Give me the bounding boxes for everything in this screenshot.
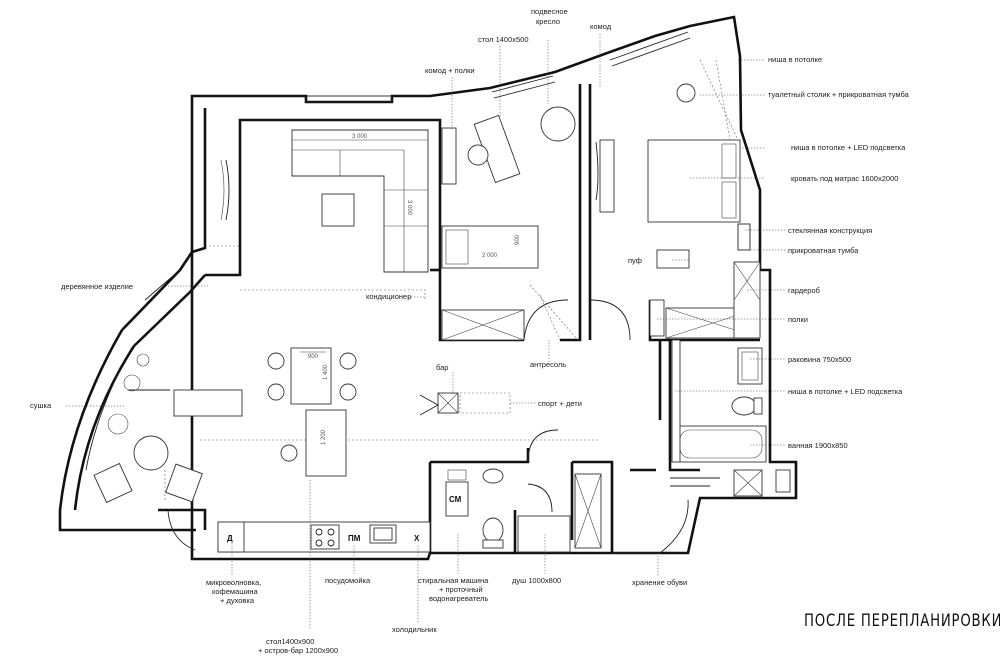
table-width-dim: 900 <box>308 354 319 360</box>
loggia <box>93 353 207 551</box>
island-length-dim: 1 200 <box>321 429 327 445</box>
label-bar: бар <box>436 363 448 372</box>
label-stiralnaya-3: водонагреватель <box>429 594 488 603</box>
island-bar <box>305 409 347 477</box>
label-krovat: кровать под матрас 1600х2000 <box>791 174 898 183</box>
label-polki: полки <box>788 315 808 324</box>
wc-toilet <box>482 517 504 543</box>
label-konditsioner: кондиционер <box>366 292 411 301</box>
label-nisha: ниша в потолке <box>768 55 822 64</box>
label-stol-ostrov-2: + остров-бар 1200х900 <box>258 646 338 655</box>
label-steklyannaya: стеклянная конструкция <box>788 226 872 235</box>
label-dush: душ 1000х800 <box>512 576 561 585</box>
label-komod-polki: комод + полки <box>425 66 475 75</box>
table-length-dim: 1 400 <box>323 364 329 380</box>
bathroom <box>670 339 791 497</box>
label-prikrovatnaya: прикроватная тумба <box>788 246 859 255</box>
washbasin <box>737 347 763 385</box>
bed-single <box>441 225 539 269</box>
label-garderob: гардероб <box>788 286 820 295</box>
living-area: 3 000 3 000 <box>200 129 600 441</box>
bedroom <box>589 59 761 341</box>
label-antresol: антресоль <box>530 360 566 369</box>
label-derevyannoe: деревянное изделие <box>61 282 133 291</box>
label-sport-deti: спорт + дети <box>538 399 582 408</box>
label-podvesnoe-1: подвесное <box>531 7 568 16</box>
appliance-d: Д <box>227 534 233 543</box>
coffee-table <box>321 193 355 227</box>
label-stol: стол 1400х500 <box>478 35 529 44</box>
appliance-pm: ПМ <box>348 534 361 543</box>
dining-area: 900 1 400 1 200 <box>173 347 357 477</box>
study-room: 2 000 900 <box>419 106 579 416</box>
toilet <box>731 396 757 416</box>
sofa-width-dim: 3 000 <box>352 134 368 140</box>
kitchen: Д ПМ Х <box>217 521 431 553</box>
label-komod: комод <box>590 22 612 31</box>
label-rakovina: раковина 750х500 <box>788 355 851 364</box>
pouf <box>656 249 690 269</box>
sushka-rack <box>173 389 243 417</box>
label-stol-ostrov-1: стол1400х900 <box>266 637 314 646</box>
appliance-sm: СМ <box>449 495 462 504</box>
label-puf: пуф <box>628 256 642 265</box>
annotations: подвесное кресло комод стол 1400х500 ком… <box>30 7 910 655</box>
plan-caption: ПОСЛЕ ПЕРЕПЛАНИРОВКИ <box>804 611 1000 631</box>
label-posudomoyka: посудомойка <box>325 576 371 585</box>
washing-machine <box>445 481 469 517</box>
label-mikro-1: микроволновка, <box>206 578 261 587</box>
windows <box>85 31 691 471</box>
label-hranenie: хранение обуви <box>632 578 687 587</box>
label-stiralnaya-2: + проточный <box>439 585 483 594</box>
label-mikro-3: + духовка <box>220 596 255 605</box>
bathtub <box>675 425 767 463</box>
label-stiralnaya-1: стиральная машина <box>418 576 489 585</box>
label-tualetny: туалетный столик + прикроватная тумба <box>768 90 910 99</box>
shower <box>517 515 571 553</box>
loggia-table <box>133 435 169 471</box>
label-sushka: сушка <box>30 401 52 410</box>
label-podvesnoe-2: кресло <box>536 17 560 26</box>
label-nisha-led-2: ниша в потолке + LED подсветка <box>788 387 903 396</box>
leader-lines <box>66 34 786 630</box>
label-nisha-led-1: ниша в потолке + LED подсветка <box>791 143 906 152</box>
dining-table <box>290 347 332 405</box>
double-bed <box>647 139 741 223</box>
appliance-x: Х <box>414 534 420 543</box>
komod <box>441 127 457 185</box>
corner-sofa <box>291 129 429 273</box>
sofa-depth-dim: 3 000 <box>406 200 412 216</box>
label-mikro-2: кофемашина <box>212 587 259 596</box>
bed-length-dim: 2 000 <box>482 253 498 259</box>
label-vannaya: ванная 1900х850 <box>788 441 848 450</box>
hob <box>310 524 340 550</box>
laundry-wc: СМ <box>445 429 689 554</box>
bed-width-dim: 900 <box>515 234 521 245</box>
label-holodilnik: холодильник <box>392 625 437 634</box>
